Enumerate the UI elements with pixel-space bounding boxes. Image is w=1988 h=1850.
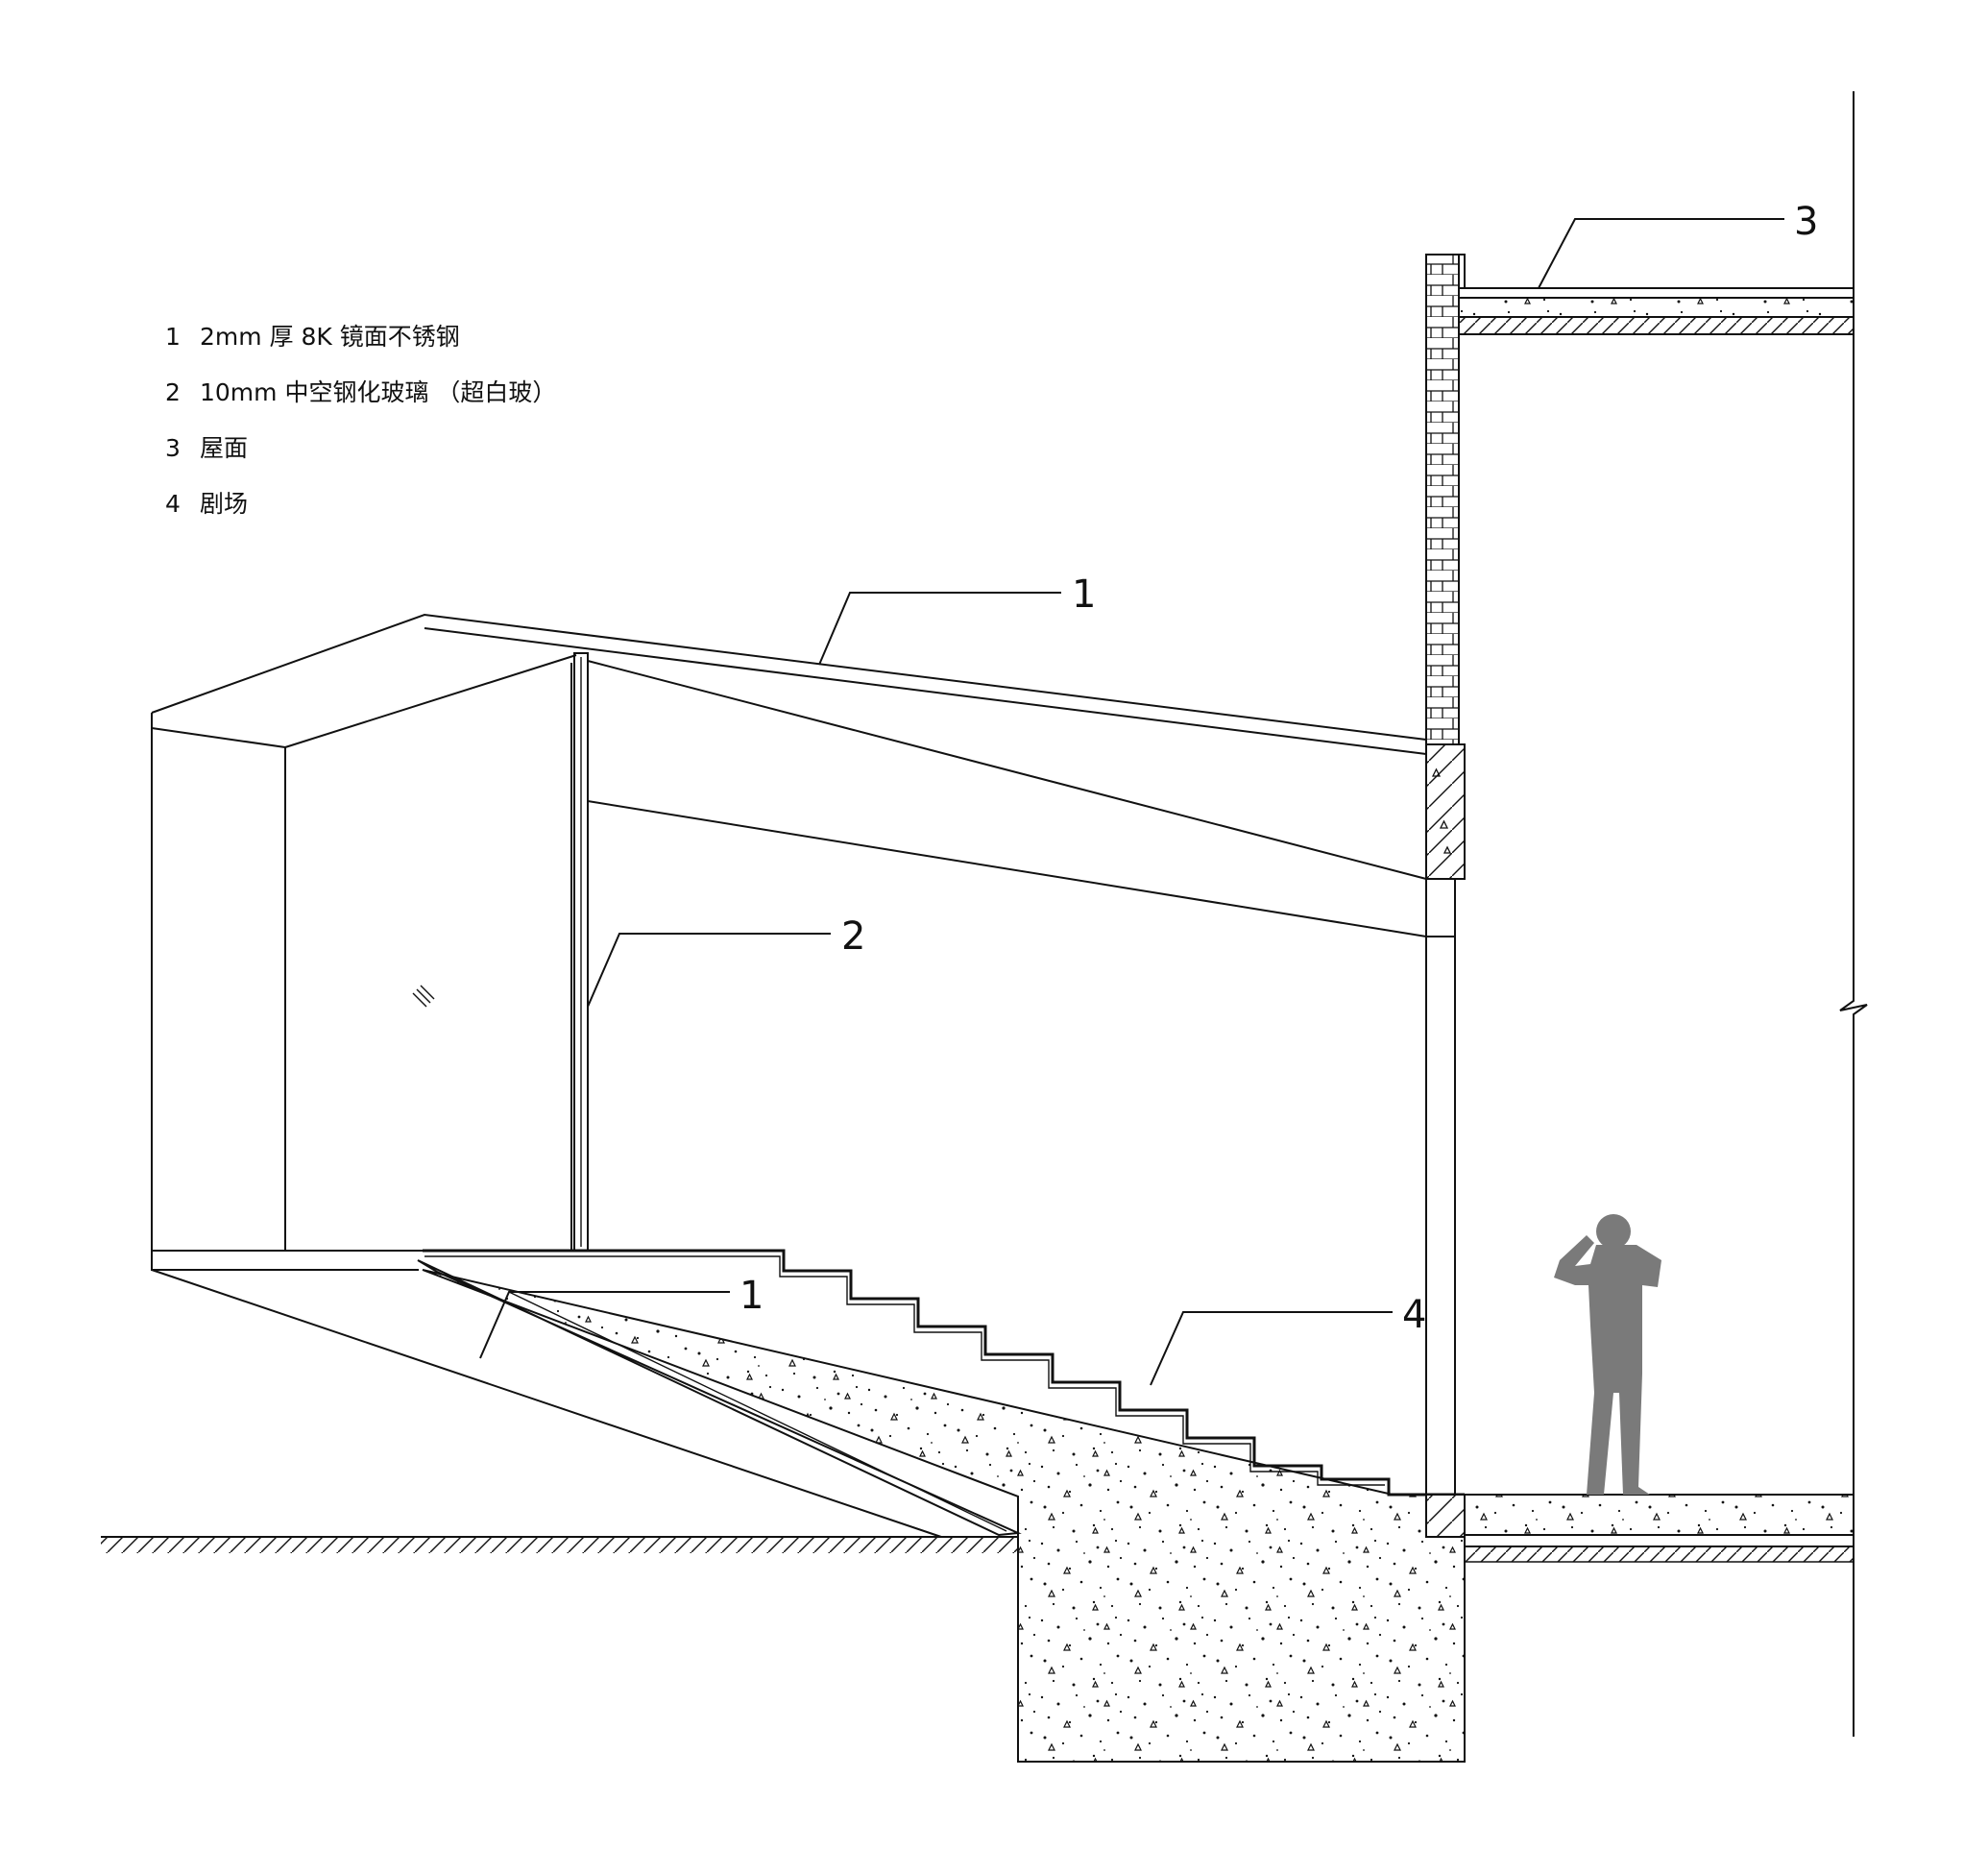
callout-theatre: 4 — [1402, 1293, 1426, 1337]
roof-slab — [1458, 254, 1855, 335]
legend-item-1: 1 2mm 厚 8K 镜面不锈钢 — [165, 323, 556, 378]
callout-underside-mirror: 1 — [739, 1274, 764, 1318]
underside-cladding — [417, 1259, 1022, 1537]
ground-left — [101, 1536, 1018, 1553]
concrete-foundation — [422, 1269, 1466, 1763]
legend-number: 2 — [165, 378, 181, 406]
brick-wall — [1425, 254, 1466, 1538]
callout-roof-mirror: 1 — [1072, 572, 1096, 617]
legend-number: 1 — [165, 323, 181, 351]
legend-item-2: 2 10mm 中空钢化玻璃 （超白玻） — [165, 378, 556, 434]
legend-item-4: 4 剧场 — [165, 490, 556, 546]
ground-slab-right — [1464, 1494, 1855, 1563]
material-legend: 1 2mm 厚 8K 镜面不锈钢 2 10mm 中空钢化玻璃 （超白玻） 3 屋面 4… — [165, 323, 556, 546]
legend-number: 3 — [165, 434, 181, 462]
glass-panel — [412, 652, 589, 1252]
callout-roof: 3 — [1794, 200, 1818, 244]
human-figure — [1554, 1214, 1661, 1495]
legend-text: 2mm 厚 8K 镜面不锈钢 — [200, 323, 460, 351]
legend-number: 4 — [165, 490, 181, 518]
cantilever-box — [151, 613, 1427, 1538]
callout-glass: 2 — [841, 914, 865, 959]
stepped-seating — [423, 1249, 1465, 1497]
interior-lines — [587, 660, 1455, 937]
legend-text: 10mm 中空钢化玻璃 （超白玻） — [200, 378, 557, 406]
callout-leaders — [479, 218, 1784, 1386]
legend-item-3: 3 屋面 — [165, 434, 556, 490]
legend-text: 屋面 — [200, 434, 249, 462]
legend-text: 剧场 — [200, 490, 249, 518]
break-line — [1839, 91, 1868, 1737]
